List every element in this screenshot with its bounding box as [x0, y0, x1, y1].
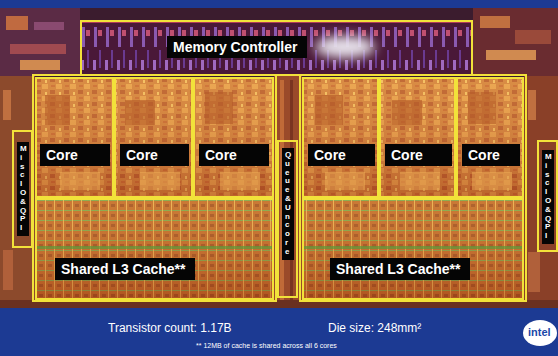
io-block: Misc IO & QPI — [12, 130, 33, 248]
block-label: Core — [205, 147, 263, 163]
core-block: Core — [114, 77, 193, 198]
core-block: Core — [302, 77, 379, 198]
uncore-block: Queue & Uncore — [277, 140, 298, 298]
die-size: Die size: 248mm² — [328, 321, 421, 335]
blurred-patch — [315, 36, 375, 58]
label-patch: Shared L3 Cache** — [330, 258, 470, 280]
footnote: ** 12MB of cache is shared across all 6 … — [196, 342, 337, 349]
memory-controller-area — [80, 20, 473, 76]
transistor-count: Transistor count: 1.17B — [108, 321, 232, 335]
block-label: Core — [468, 147, 514, 163]
core-block: Core — [379, 77, 456, 198]
die-corner-top-left — [0, 8, 80, 76]
io-block: Misc IO & QPI — [537, 140, 558, 252]
label-patch: Core — [40, 144, 110, 166]
core-block: Core — [193, 77, 274, 198]
core-area — [35, 77, 524, 198]
vertical-block-label: Misc IO & QPI — [545, 153, 549, 241]
memory-controller-block: Memory Controller — [80, 20, 473, 76]
label-patch: Core — [308, 144, 375, 166]
block-label: Core — [46, 147, 104, 163]
core-block: Core — [456, 77, 524, 198]
vertical-block-label: Queue & Uncore — [285, 151, 289, 257]
block-label: Shared L3 Cache** — [61, 261, 189, 277]
vertical-block-label: Misc IO & QPI — [20, 145, 24, 233]
core-block: Core — [35, 77, 114, 198]
label-patch: Core — [120, 144, 189, 166]
label-patch: Core — [462, 144, 520, 166]
cache-block: Shared L3 Cache** — [35, 198, 274, 300]
core-group-outline — [300, 75, 526, 301]
block-label: Core — [314, 147, 369, 163]
die-edge-left — [0, 76, 35, 306]
die-edge-right — [524, 76, 558, 306]
vertical-label-patch: Misc IO & QPI — [542, 150, 554, 244]
core-group-outline — [33, 75, 276, 301]
block-label: Shared L3 Cache** — [336, 261, 464, 277]
label-patch: Core — [385, 144, 452, 166]
cache-block: Shared L3 Cache** — [302, 198, 524, 300]
cache-area — [35, 198, 524, 300]
vertical-label-patch: Misc IO & QPI — [17, 142, 29, 236]
die-corner-top-right — [473, 8, 558, 76]
block-label: Memory Controller — [173, 39, 301, 55]
logo-badge — [523, 320, 557, 346]
label-patch: Shared L3 Cache** — [55, 258, 195, 280]
die-base — [0, 8, 558, 308]
logo-text: intel — [528, 326, 551, 338]
uncore-area — [274, 76, 302, 306]
vertical-label-patch: Queue & Uncore — [282, 148, 294, 260]
block-label: Core — [126, 147, 183, 163]
label-patch: Core — [199, 144, 269, 166]
block-label: Core — [391, 147, 446, 163]
label-patch: Memory Controller — [167, 36, 307, 58]
